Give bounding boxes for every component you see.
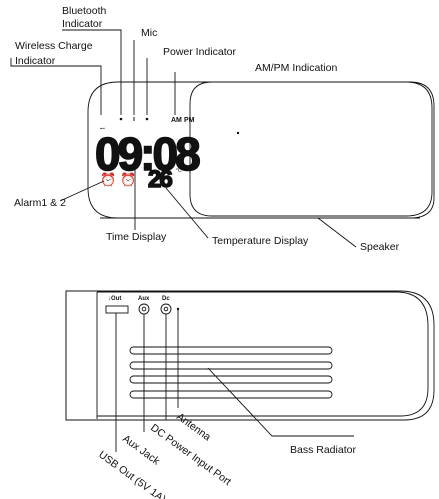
speaker-dot: [236, 131, 240, 135]
dc-port: [160, 303, 172, 315]
usb-port: [105, 305, 129, 314]
time-display-label: Time Display: [106, 231, 167, 243]
alarm2-icon: ⏰: [120, 171, 136, 187]
aux-port: [138, 303, 150, 315]
bass-radiator-slots: [129, 346, 333, 399]
mic-label: Mic: [141, 27, 157, 39]
usb-out-port-label: ↓Out: [108, 296, 121, 302]
dc-port-label: Dc: [162, 296, 170, 302]
time-digits: 09:08: [95, 128, 200, 180]
speaker-panel: [189, 81, 433, 217]
alarm-label: Alarm1 & 2: [14, 197, 66, 209]
back-body-outline: [65, 290, 435, 421]
antenna-dot: [176, 307, 180, 311]
am-pm-indication-label: AM/PM Indication: [255, 62, 337, 74]
top-view: ⊷ AM PM 09:08 ⏰ ⏰ 26 °C Bluetooth Indica…: [10, 5, 435, 253]
back-leader-lines: [115, 310, 354, 452]
wireless-charge-label-line2: Indicator: [15, 55, 56, 67]
bluetooth-indicator-icon: [119, 117, 123, 121]
pm-indicator: PM: [184, 117, 195, 124]
bass-radiator-label: Bass Radiator: [290, 444, 356, 456]
alarm1-icon: ⏰: [100, 171, 116, 187]
temperature-unit: °C: [176, 168, 182, 174]
power-indicator-label: Power Indicator: [163, 46, 236, 58]
bluetooth-indicator-label-line1: Bluetooth: [62, 5, 107, 17]
back-inner-outline: [97, 291, 429, 417]
bluetooth-indicator-label-line2: Indicator: [62, 18, 103, 30]
back-view: ↓Out Aux Dc USB Out (5V 1A) Aux Jack DC …: [65, 290, 435, 499]
wireless-charge-label-line1: Wireless Charge: [15, 40, 93, 52]
power-indicator-icon: [145, 117, 149, 121]
am-indicator: AM: [171, 117, 182, 124]
speaker-label: Speaker: [360, 241, 400, 253]
wireless-charge-icon: ⊷: [100, 126, 105, 132]
top-leader-lines: [10, 29, 357, 248]
aux-jack-label: Aux Jack: [120, 433, 162, 468]
temperature-digits: 26: [148, 166, 172, 193]
temperature-display-label: Temperature Display: [212, 235, 309, 247]
aux-port-label: Aux: [138, 296, 150, 302]
